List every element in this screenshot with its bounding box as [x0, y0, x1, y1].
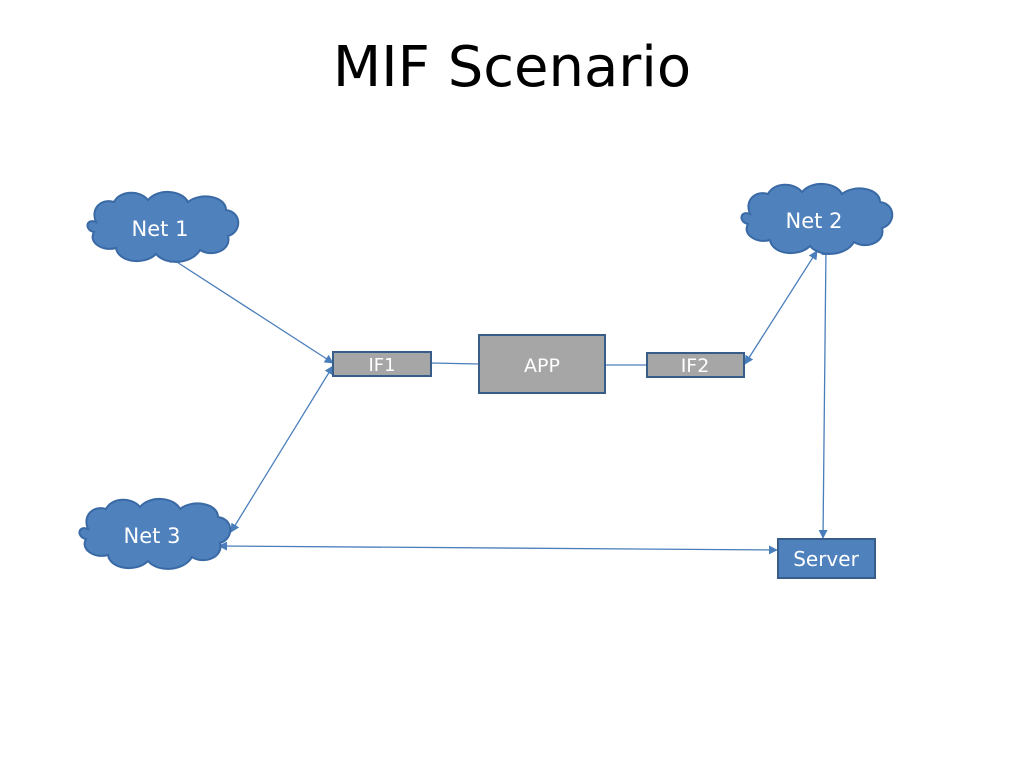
net3-label: Net 3	[124, 524, 181, 548]
connector-net2-server	[818, 246, 831, 539]
server-label: Server	[793, 547, 859, 571]
server-box	[777, 538, 876, 579]
if2-box	[646, 352, 745, 378]
if1-box	[332, 351, 432, 377]
if2-label: IF2	[681, 355, 710, 377]
net1-label: Net 1	[132, 217, 189, 241]
connector-net3-server	[218, 541, 778, 555]
net2-label: Net 2	[786, 209, 843, 233]
connector-if2-net2	[744, 250, 818, 365]
connector-net1-if1	[165, 254, 334, 364]
app-label: APP	[524, 355, 560, 377]
if1-label: IF1	[368, 355, 395, 376]
slide-title: MIF Scenario	[332, 35, 692, 100]
app-box	[478, 334, 606, 394]
connector-if1-app	[430, 362, 480, 365]
connector-net3-if1	[230, 365, 334, 533]
